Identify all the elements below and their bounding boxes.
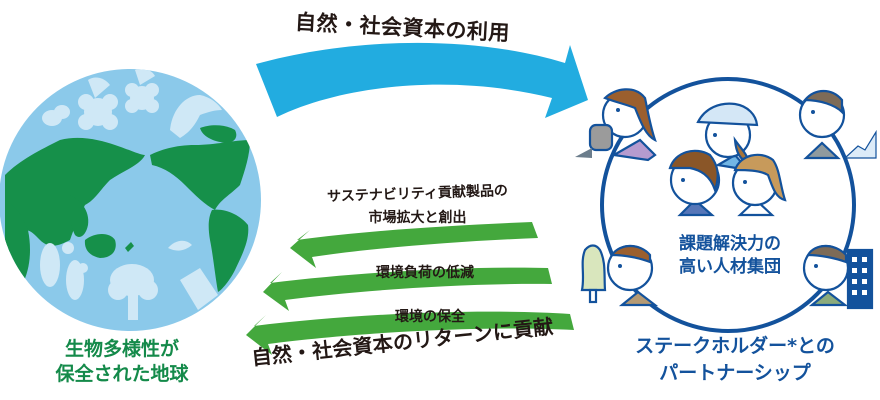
stakeholder-caption: ステークホルダー*との パートナーシップ	[605, 333, 865, 387]
woman-with-megaphone-icon	[575, 88, 657, 162]
earth-caption-line2: 保全された地球	[55, 363, 189, 385]
talent-group-label: 課題解決力の 高い人材集団	[655, 233, 805, 279]
talent-group-label-line2: 高い人材集団	[679, 257, 781, 277]
talent-group-label-line1: 課題解決力の	[679, 234, 781, 254]
return-arrow-2-label: 環境負荷の低減	[376, 265, 474, 281]
resource-use-arrow	[256, 42, 588, 118]
earth-caption-line1: 生物多様性が	[64, 338, 179, 360]
woman-blonde-icon	[731, 153, 787, 217]
return-arrows	[246, 222, 574, 355]
stakeholder-caption-line1: ステークホルダー*との	[635, 335, 835, 357]
man-with-building-icon	[802, 244, 874, 310]
return-arrow-3-label: 環境の保全	[395, 309, 465, 325]
man-with-chart-icon	[798, 89, 877, 160]
earth-globe-icon	[0, 69, 261, 331]
earth-caption: 生物多様性が 保全された地球	[22, 337, 222, 387]
stakeholder-caption-line2: パートナーシップ	[659, 362, 811, 384]
man-brown-hair-icon	[668, 149, 721, 217]
return-arrow-1-label-line2: 市場拡大と創出	[368, 210, 467, 226]
stakeholder-circle	[600, 77, 856, 333]
building-windows	[852, 257, 867, 295]
stakeholder-people	[575, 88, 877, 310]
man-with-tree-icon	[580, 244, 659, 307]
